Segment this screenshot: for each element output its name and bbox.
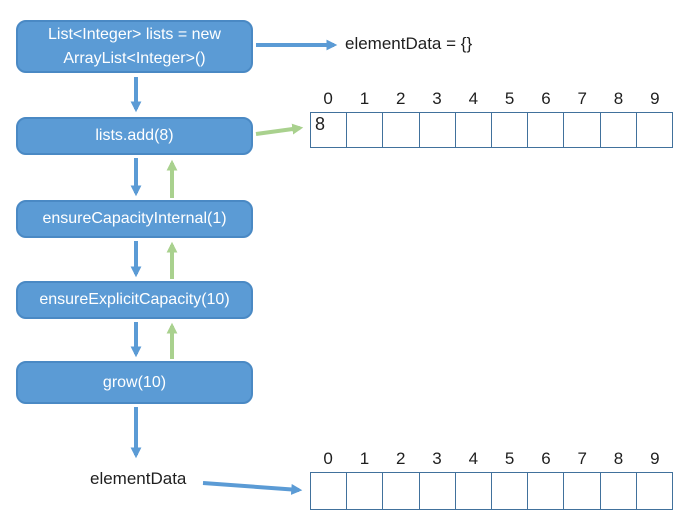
array-index-label: 7 xyxy=(577,89,587,108)
array-index-label: 5 xyxy=(504,449,515,468)
array-index-label: 6 xyxy=(541,449,551,468)
array-index-label: 8 xyxy=(613,89,624,108)
array-cell xyxy=(492,473,529,509)
bottom-array-index-row: 0 1 2 3 4 5 6 7 8 9 xyxy=(310,449,673,469)
array-cell xyxy=(528,473,565,509)
array-index-label: 3 xyxy=(432,449,442,468)
array-index-label: 9 xyxy=(650,89,660,108)
array-index-label: 5 xyxy=(504,89,515,108)
array-index-label: 1 xyxy=(359,449,370,468)
array-cell xyxy=(347,473,384,509)
array-cell xyxy=(383,473,420,509)
flow-box-ensure-explicit-capacity-label: ensureExplicitCapacity(10) xyxy=(39,291,230,309)
top-array-index-row: 0 1 2 3 4 5 6 7 8 9 xyxy=(310,89,673,109)
array-index-label: 7 xyxy=(577,449,587,468)
arrow-elementdata-to-bottom-array-icon xyxy=(202,481,303,495)
array-index-label: 2 xyxy=(396,89,406,108)
flow-box-list-declaration-label: List<Integer> lists = new ArrayList<Inte… xyxy=(48,26,221,67)
array-cell: 8 xyxy=(311,113,348,147)
array-index-label: 1 xyxy=(359,89,370,108)
arrow-add-to-top-array-icon xyxy=(255,123,304,136)
array-cell xyxy=(637,113,672,147)
bottom-array xyxy=(310,472,673,510)
array-cell xyxy=(601,473,637,509)
flow-box-list-declaration: List<Integer> lists = new ArrayList<Inte… xyxy=(16,20,253,73)
array-index-label: 9 xyxy=(650,449,660,468)
array-index-label: 0 xyxy=(323,449,333,468)
array-index-label: 6 xyxy=(541,89,551,108)
array-cell xyxy=(420,473,456,509)
array-cell xyxy=(564,473,601,509)
array-index-label: 8 xyxy=(613,449,624,468)
top-array: 8 xyxy=(310,112,673,148)
flow-box-lists-add: lists.add(8) xyxy=(16,117,253,155)
elementdata-empty-annotation: elementData = {} xyxy=(345,34,473,53)
flow-box-ensure-capacity-internal: ensureCapacityInternal(1) xyxy=(16,200,253,238)
array-index-label: 2 xyxy=(396,449,406,468)
array-index-label: 4 xyxy=(468,89,479,108)
array-cell xyxy=(347,113,384,147)
array-cell xyxy=(456,113,493,147)
array-cell xyxy=(637,473,672,509)
flow-box-ensure-explicit-capacity: ensureExplicitCapacity(10) xyxy=(16,281,253,319)
flow-box-grow: grow(10) xyxy=(16,361,253,404)
array-cell xyxy=(492,113,529,147)
flow-box-ensure-capacity-internal-label: ensureCapacityInternal(1) xyxy=(42,210,227,228)
array-index-label: 4 xyxy=(468,449,479,468)
flow-box-lists-add-label: lists.add(8) xyxy=(95,127,174,145)
elementdata-annotation: elementData xyxy=(90,469,187,488)
array-index-label: 3 xyxy=(432,89,442,108)
flow-box-grow-label: grow(10) xyxy=(102,373,167,391)
array-cell xyxy=(528,113,565,147)
array-cell xyxy=(601,113,637,147)
array-cell xyxy=(311,473,348,509)
array-cell xyxy=(383,113,420,147)
array-index-label: 0 xyxy=(323,89,333,108)
array-cell xyxy=(564,113,601,147)
array-cell xyxy=(456,473,493,509)
array-cell xyxy=(420,113,456,147)
